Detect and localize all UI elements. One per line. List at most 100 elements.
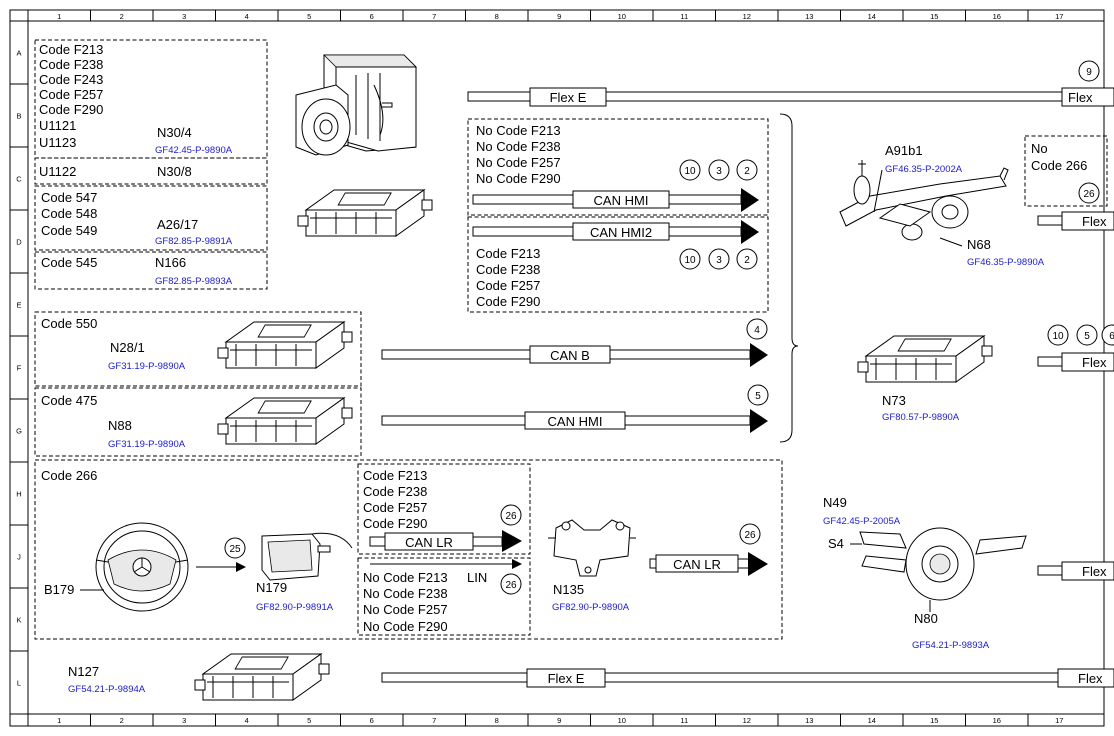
column-label: 13 bbox=[805, 716, 813, 725]
bus-label: Flex bbox=[1082, 355, 1107, 370]
column-label: 16 bbox=[993, 716, 1001, 725]
code-line: Code F257 bbox=[476, 278, 540, 293]
n179-sensor-drawing bbox=[261, 532, 353, 581]
code-line: Code F257 bbox=[363, 500, 427, 515]
column-label: 1 bbox=[57, 12, 61, 21]
bus-label: Flex bbox=[1078, 671, 1103, 686]
column-label: 13 bbox=[805, 12, 813, 21]
component-name: N135 bbox=[553, 582, 584, 597]
component-name: N179 bbox=[256, 580, 287, 595]
component-ref: GF46.35-P-2002A bbox=[885, 164, 963, 175]
code-line: Code 548 bbox=[41, 206, 97, 221]
connection-circle: 2 bbox=[744, 166, 750, 177]
connection-circle: 25 bbox=[229, 544, 241, 555]
bus-label: CAN LR bbox=[673, 557, 721, 572]
component-ref: GF82.90-P-9891A bbox=[256, 602, 334, 613]
component-name: A91b1 bbox=[885, 143, 923, 158]
code-line: Code F257 bbox=[39, 87, 103, 102]
n28-1-module-drawing bbox=[217, 321, 353, 369]
row-label: A bbox=[16, 49, 21, 58]
bus-label: CAN HMI2 bbox=[590, 225, 652, 240]
column-label: 5 bbox=[307, 12, 311, 21]
column-label: 14 bbox=[868, 716, 876, 725]
connection-circle: 10 bbox=[684, 255, 696, 266]
code-line: No Code F290 bbox=[476, 171, 561, 186]
group-n166: Code 545 N166 GF82.85-P-9893A bbox=[34, 251, 268, 290]
component-name: N127 bbox=[68, 664, 99, 679]
code-line: No Code F238 bbox=[363, 586, 448, 601]
connection-circle: 3 bbox=[716, 166, 722, 177]
component-ref: GF82.85-P-9891A bbox=[155, 236, 233, 247]
component-name: N28/1 bbox=[110, 340, 145, 355]
connection-circle: 26 bbox=[1083, 189, 1095, 200]
group-no-code-266: No Code 266 26 bbox=[1024, 135, 1108, 207]
code-line: Code F290 bbox=[363, 516, 427, 531]
component-name: N166 bbox=[155, 255, 186, 270]
connection-circle: 4 bbox=[754, 325, 760, 336]
column-label: 10 bbox=[618, 716, 626, 725]
connection-circle: 26 bbox=[505, 580, 517, 591]
group-n30-8: U1122 N30/8 bbox=[34, 157, 268, 185]
code-line: Code 545 bbox=[41, 255, 97, 270]
component-ref: GF54.21-P-9893A bbox=[912, 640, 990, 651]
group-can-lr-top: Code F213 Code F238 Code F257 Code F290 … bbox=[357, 463, 531, 555]
column-label: 2 bbox=[120, 12, 124, 21]
column-label: 4 bbox=[245, 716, 249, 725]
bus-can-hmi-g: CAN HMI 5 bbox=[381, 384, 769, 433]
code-line: Code F213 bbox=[476, 246, 540, 261]
column-label: 5 bbox=[307, 716, 311, 725]
component-name: N49 bbox=[823, 495, 847, 510]
row-label: F bbox=[17, 364, 22, 373]
bus-label: Flex bbox=[1068, 90, 1093, 105]
row-label: E bbox=[16, 301, 21, 310]
column-label: 12 bbox=[743, 12, 751, 21]
code-line: Code 266 bbox=[41, 468, 97, 483]
lin-label: LIN bbox=[467, 570, 487, 585]
connection-circle: 5 bbox=[755, 391, 761, 402]
a26-17-module-drawing bbox=[297, 189, 433, 237]
code-line: No Code F257 bbox=[363, 602, 448, 617]
column-label: 8 bbox=[495, 716, 499, 725]
connection-circle: 10 bbox=[1052, 331, 1064, 342]
bus-label: Flex E bbox=[550, 90, 587, 105]
code-line: U1121 bbox=[39, 118, 76, 133]
bus-flex-e-top: Flex E 9 Flex bbox=[467, 60, 1114, 107]
row-label: D bbox=[16, 238, 22, 247]
code-line: No Code F213 bbox=[363, 570, 448, 585]
connection-circle: 5 bbox=[1084, 331, 1090, 342]
column-label: 12 bbox=[743, 716, 751, 725]
code-line: Code 547 bbox=[41, 190, 97, 205]
column-label: 1 bbox=[57, 716, 61, 725]
group-a26-17: Code 547 Code 548 Code 549 A26/17 GF82.8… bbox=[34, 185, 268, 251]
component-ref: GF82.90-P-9890A bbox=[552, 602, 630, 613]
row-label: B bbox=[16, 112, 21, 121]
connection-circle: 3 bbox=[716, 255, 722, 266]
component-name: N30/4 bbox=[157, 125, 192, 140]
column-label: 3 bbox=[182, 12, 186, 21]
column-label: 8 bbox=[495, 12, 499, 21]
code-line: Code 266 bbox=[1031, 158, 1087, 173]
code-line: No Code F238 bbox=[476, 139, 561, 154]
n127-module-drawing bbox=[194, 653, 330, 701]
steering-rack-drawing bbox=[839, 160, 1009, 247]
abs-unit-drawing bbox=[295, 54, 417, 156]
code-line: Code 475 bbox=[41, 393, 97, 408]
n73-module-drawing bbox=[857, 335, 993, 383]
row-label: L bbox=[17, 679, 21, 688]
connection-circle: 26 bbox=[505, 511, 517, 522]
component-ref: GF31.19-P-9890A bbox=[108, 439, 186, 450]
column-label: 9 bbox=[557, 12, 561, 21]
group-n88: Code 475 N88 GF31.19-P-9890A bbox=[34, 387, 362, 457]
column-label: 4 bbox=[245, 12, 249, 21]
component-name: N88 bbox=[108, 418, 132, 433]
group-n73: N73 GF80.57-P-9890A bbox=[882, 393, 960, 423]
code-line: Code F238 bbox=[476, 262, 540, 277]
group-code-266: Code 266 bbox=[34, 459, 783, 640]
component-name: N80 bbox=[914, 611, 938, 626]
steering-column-module-drawing bbox=[850, 527, 1027, 612]
bus-flex-f: 10 5 6 Flex bbox=[1037, 324, 1114, 372]
code-line: Code F213 bbox=[39, 42, 103, 57]
component-name: N73 bbox=[882, 393, 906, 408]
